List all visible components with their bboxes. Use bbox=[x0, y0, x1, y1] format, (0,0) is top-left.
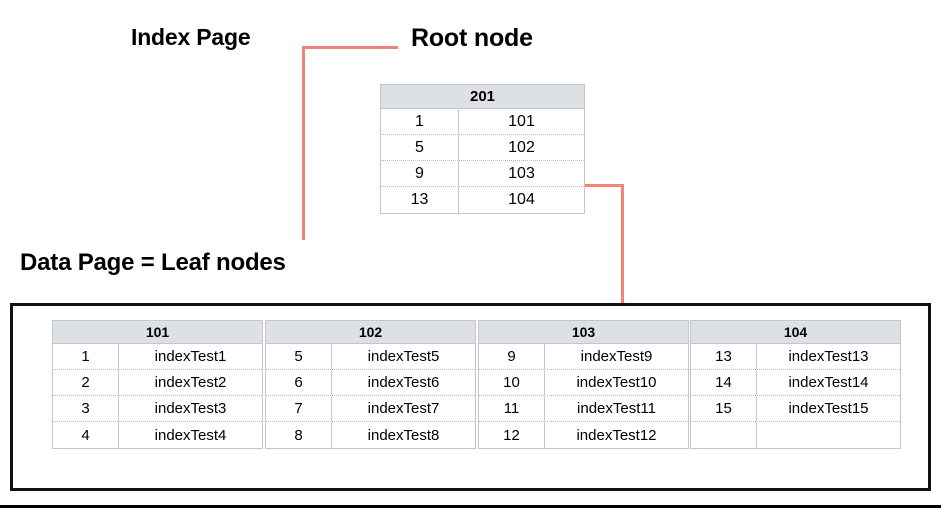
leaf-node-101-key-cell: 2 bbox=[53, 370, 119, 395]
data-page-label: Data Page = Leaf nodes bbox=[20, 249, 286, 276]
leaf-node-104-key-cell bbox=[691, 422, 757, 448]
leaf-node-103-value-cell: indexTest11 bbox=[577, 400, 656, 417]
root-to-leaf-arrow-vertical-line bbox=[621, 184, 624, 327]
leaf-node-104-key-cell: 15 bbox=[691, 396, 757, 421]
root-node-row: 13 104 bbox=[381, 187, 584, 213]
leaf-node-rows-102: 5 indexTest5 6 indexTest6 7 indexTest7 8 indexT… bbox=[266, 344, 475, 448]
root-node-value-cell: 102 bbox=[508, 138, 535, 156]
leaf-node-103-row: 9 indexTest9 bbox=[479, 344, 688, 370]
leaf-node-page-id-101: 101 bbox=[53, 321, 262, 344]
leaf-node-104-row: 15 indexTest15 bbox=[691, 396, 900, 422]
index-page-bracket-vertical-line bbox=[302, 46, 305, 240]
leaf-node-103-key-cell: 11 bbox=[479, 396, 545, 421]
leaf-node-102-value-cell: indexTest7 bbox=[367, 400, 440, 417]
leaf-node-101-key-cell: 4 bbox=[53, 422, 119, 448]
leaf-node-page-id-102: 102 bbox=[266, 321, 475, 344]
leaf-node-104-row: 13 indexTest13 bbox=[691, 344, 900, 370]
leaf-node-101-row: 1 indexTest1 bbox=[53, 344, 262, 370]
leaf-node-102-value-cell: indexTest5 bbox=[367, 348, 440, 365]
leaf-node-102-key-cell: 6 bbox=[266, 370, 332, 395]
root-node-label: Root node bbox=[411, 24, 533, 52]
root-node-key-cell: 5 bbox=[381, 135, 459, 160]
leaf-node-rows-104: 13 indexTest13 14 indexTest14 15 indexTest15 bbox=[691, 344, 900, 448]
leaf-node-103-row: 12 indexTest12 bbox=[479, 422, 688, 448]
root-node-row: 5 102 bbox=[381, 135, 584, 161]
leaf-node-104-value-cell: indexTest14 bbox=[788, 374, 869, 391]
leaf-node-103-key-cell: 12 bbox=[479, 422, 545, 448]
root-node-page-id: 201 bbox=[381, 85, 584, 109]
leaf-node-104-value-cell bbox=[757, 422, 900, 448]
root-node-value-cell: 101 bbox=[508, 112, 535, 130]
leaf-node-102-key-cell: 7 bbox=[266, 396, 332, 421]
leaf-node-103-value-cell: indexTest12 bbox=[576, 426, 657, 444]
leaf-node-101-row: 3 indexTest3 bbox=[53, 396, 262, 422]
index-page-label: Index Page bbox=[131, 24, 251, 50]
leaf-node-101-value-cell: indexTest4 bbox=[154, 426, 227, 444]
leaf-node-102-value-cell: indexTest8 bbox=[367, 426, 440, 444]
bottom-divider bbox=[0, 505, 941, 508]
leaf-node-103-key-cell: 10 bbox=[479, 370, 545, 395]
root-to-leaf-arrow-horizontal-line bbox=[585, 184, 624, 187]
leaf-node-101-value-cell: indexTest2 bbox=[154, 374, 227, 391]
leaf-node-101-value-cell: indexTest1 bbox=[154, 348, 227, 365]
leaf-node-101-key-cell: 3 bbox=[53, 396, 119, 421]
leaf-node-101-value-cell: indexTest3 bbox=[154, 400, 227, 417]
leaf-node-102-row: 8 indexTest8 bbox=[266, 422, 475, 448]
leaf-node-rows-103: 9 indexTest9 10 indexTest10 11 indexTest11 12 i… bbox=[479, 344, 688, 448]
root-node-row: 9 103 bbox=[381, 161, 584, 187]
leaf-node-101-row: 2 indexTest2 bbox=[53, 370, 262, 396]
leaf-node-102-row: 5 indexTest5 bbox=[266, 344, 475, 370]
leaf-node-102-value-cell: indexTest6 bbox=[367, 374, 440, 391]
root-node-row: 1 101 bbox=[381, 109, 584, 135]
leaf-node-103-value-cell: indexTest10 bbox=[576, 374, 657, 391]
leaf-node-104-value-cell: indexTest15 bbox=[788, 400, 869, 417]
root-node-key-cell: 9 bbox=[381, 161, 459, 186]
leaf-node-104-row: 14 indexTest14 bbox=[691, 370, 900, 396]
leaf-node-101-key-cell: 1 bbox=[53, 344, 119, 369]
leaf-node-103-value-cell: indexTest9 bbox=[580, 348, 653, 365]
root-node-value-cell: 104 bbox=[508, 191, 535, 208]
leaf-node-page-id-104: 104 bbox=[691, 321, 900, 344]
leaf-node-102-row: 7 indexTest7 bbox=[266, 396, 475, 422]
leaf-node-102-key-cell: 5 bbox=[266, 344, 332, 369]
leaf-node-102-row: 6 indexTest6 bbox=[266, 370, 475, 396]
root-node-key-cell: 1 bbox=[381, 109, 459, 134]
leaf-node-103-row: 10 indexTest10 bbox=[479, 370, 688, 396]
index-page-bracket-horizontal-line bbox=[302, 46, 398, 49]
leaf-node-rows-101: 1 indexTest1 2 indexTest2 3 indexTest3 4 indexT… bbox=[53, 344, 262, 448]
root-node-table: 201 1 101 5 102 9 103 13 104 bbox=[380, 84, 585, 214]
leaf-node-104-key-cell: 13 bbox=[691, 344, 757, 369]
leaf-node-103-row: 11 indexTest11 bbox=[479, 396, 688, 422]
leaf-node-104-row bbox=[691, 422, 900, 448]
leaf-node-104-key-cell: 14 bbox=[691, 370, 757, 395]
leaf-node-103-key-cell: 9 bbox=[479, 344, 545, 369]
leaf-node-102-key-cell: 8 bbox=[266, 422, 332, 448]
root-node-value-cell: 103 bbox=[508, 164, 535, 182]
leaf-node-104-value-cell: indexTest13 bbox=[788, 348, 869, 365]
root-node-rows: 1 101 5 102 9 103 13 104 bbox=[381, 109, 584, 213]
leaf-node-101-row: 4 indexTest4 bbox=[53, 422, 262, 448]
root-node-key-cell: 13 bbox=[381, 187, 459, 213]
leaf-node-page-id-103: 103 bbox=[479, 321, 688, 344]
